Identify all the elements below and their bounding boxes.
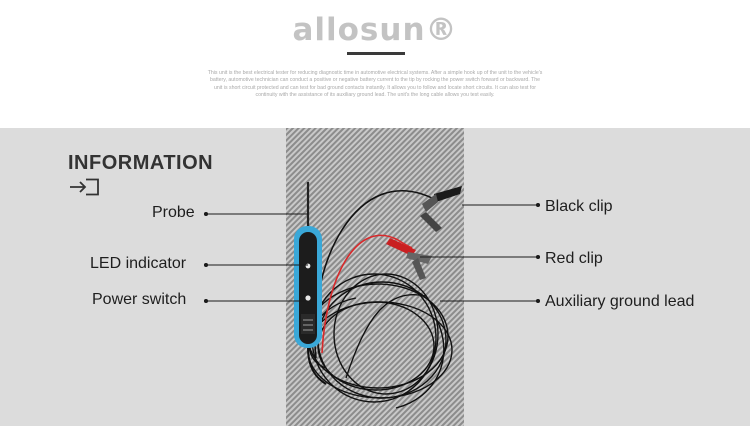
description-line: battery, automotive technician can condu… <box>210 77 540 84</box>
power-switch-label: Power switch <box>92 291 187 308</box>
black-clip-label: Black clip <box>545 198 613 215</box>
description-line: This unit is the best electrical tester … <box>207 70 543 76</box>
probe-cable <box>307 347 327 385</box>
login-arrow-icon <box>70 178 99 196</box>
logo-underline <box>347 52 405 55</box>
led-indicator-label: LED indicator <box>90 255 187 272</box>
probe-body <box>294 226 322 348</box>
black-clip <box>420 186 462 232</box>
product-description: This unit is the best electrical tester … <box>168 70 582 100</box>
red-wire <box>321 234 413 354</box>
probe-label: Probe <box>152 204 195 221</box>
product-photo <box>286 128 464 426</box>
red-clip <box>386 238 432 280</box>
red-clip-label: Red clip <box>545 250 603 267</box>
header-area: allosun® This unit is the best electrica… <box>0 0 750 128</box>
description-line: unit is short circuit protected and can … <box>214 84 536 91</box>
auxiliary-ground-lead-label: Auxiliary ground lead <box>545 293 695 310</box>
description-line: continuity with the assistance of its au… <box>255 92 495 99</box>
brand-logo: allosun® <box>292 12 458 48</box>
coiled-cable <box>307 273 453 409</box>
information-heading: INFORMATION <box>68 152 214 174</box>
aux-lead <box>345 294 427 379</box>
